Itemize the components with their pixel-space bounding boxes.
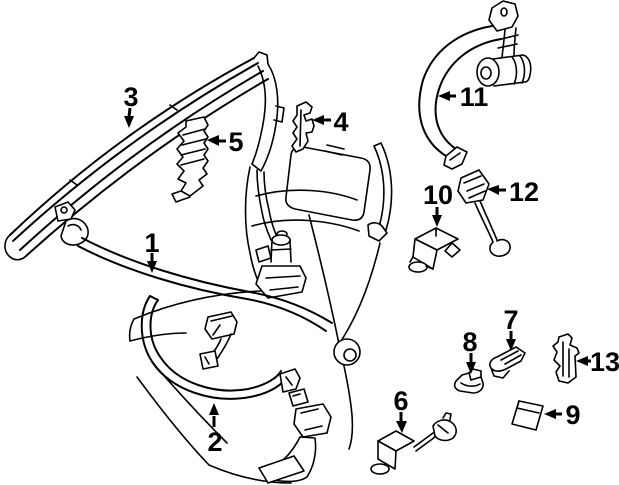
part-2-lap-belt-and-anchor [140, 295, 332, 484]
callout-label-4: 4 [333, 107, 348, 137]
callout-arrow-7 [506, 331, 516, 351]
callout-label-13: 13 [590, 347, 619, 377]
lower-anchor-plate [279, 368, 301, 393]
part-11-belt-retractor [367, 0, 532, 242]
callout-label-10: 10 [423, 180, 453, 210]
part-6-sensor-with-wire [370, 412, 457, 475]
callout-arrow-12 [487, 185, 506, 195]
callout-arrows [124, 91, 591, 433]
callout-label-12: 12 [509, 177, 539, 207]
callout-arrow-5 [207, 135, 226, 146]
part-1-shoulder-belt [54, 201, 333, 332]
callout-arrow-8 [466, 353, 476, 374]
callout-label-6: 6 [393, 386, 408, 416]
callout-arrow-10 [432, 207, 442, 227]
callout-arrow-1 [147, 253, 157, 273]
callout-label-9: 9 [565, 400, 580, 430]
part-13-side-bracket [552, 333, 580, 384]
part-10-control-module [408, 227, 461, 273]
part-5-serrated-bracket [171, 116, 209, 203]
part-9-wedge-pad [511, 400, 544, 431]
belt-guide-loop [60, 217, 89, 246]
callout-label-7: 7 [503, 305, 518, 335]
callout-label-2: 2 [207, 427, 222, 457]
callout-arrow-4 [312, 115, 331, 125]
callout-label-11: 11 [460, 82, 489, 112]
part-4-clip-bracket [291, 101, 315, 153]
callout-arrow-9 [544, 409, 562, 419]
callout-label-3: 3 [123, 82, 138, 112]
callout-numbers: 1 2 3 4 5 6 7 8 9 10 11 12 13 [123, 82, 619, 457]
callout-label-8: 8 [462, 327, 477, 357]
latch-plate [443, 146, 468, 170]
seat-side-knob [333, 338, 361, 366]
seat-top-latch [367, 222, 388, 242]
belt-upper-anchor [54, 201, 76, 222]
callout-arrow-6 [396, 412, 407, 433]
retractor-drum [476, 57, 500, 87]
center-buckle [204, 311, 238, 340]
callout-label-5: 5 [228, 127, 243, 157]
part-8-small-clip [453, 368, 484, 394]
part-7-channel-clip [489, 346, 526, 379]
callout-arrow-13 [576, 356, 591, 366]
wire-hook [489, 238, 511, 257]
center-pretensioner [255, 230, 307, 299]
part-12-connector-wire [457, 169, 511, 257]
callout-label-1: 1 [144, 228, 159, 258]
part-3-pillar-rail-trim [4, 51, 285, 261]
callout-arrow-11 [438, 91, 456, 101]
seat-outline [128, 142, 393, 484]
callout-arrow-3 [124, 107, 134, 128]
callout-arrow-2 [209, 403, 219, 427]
